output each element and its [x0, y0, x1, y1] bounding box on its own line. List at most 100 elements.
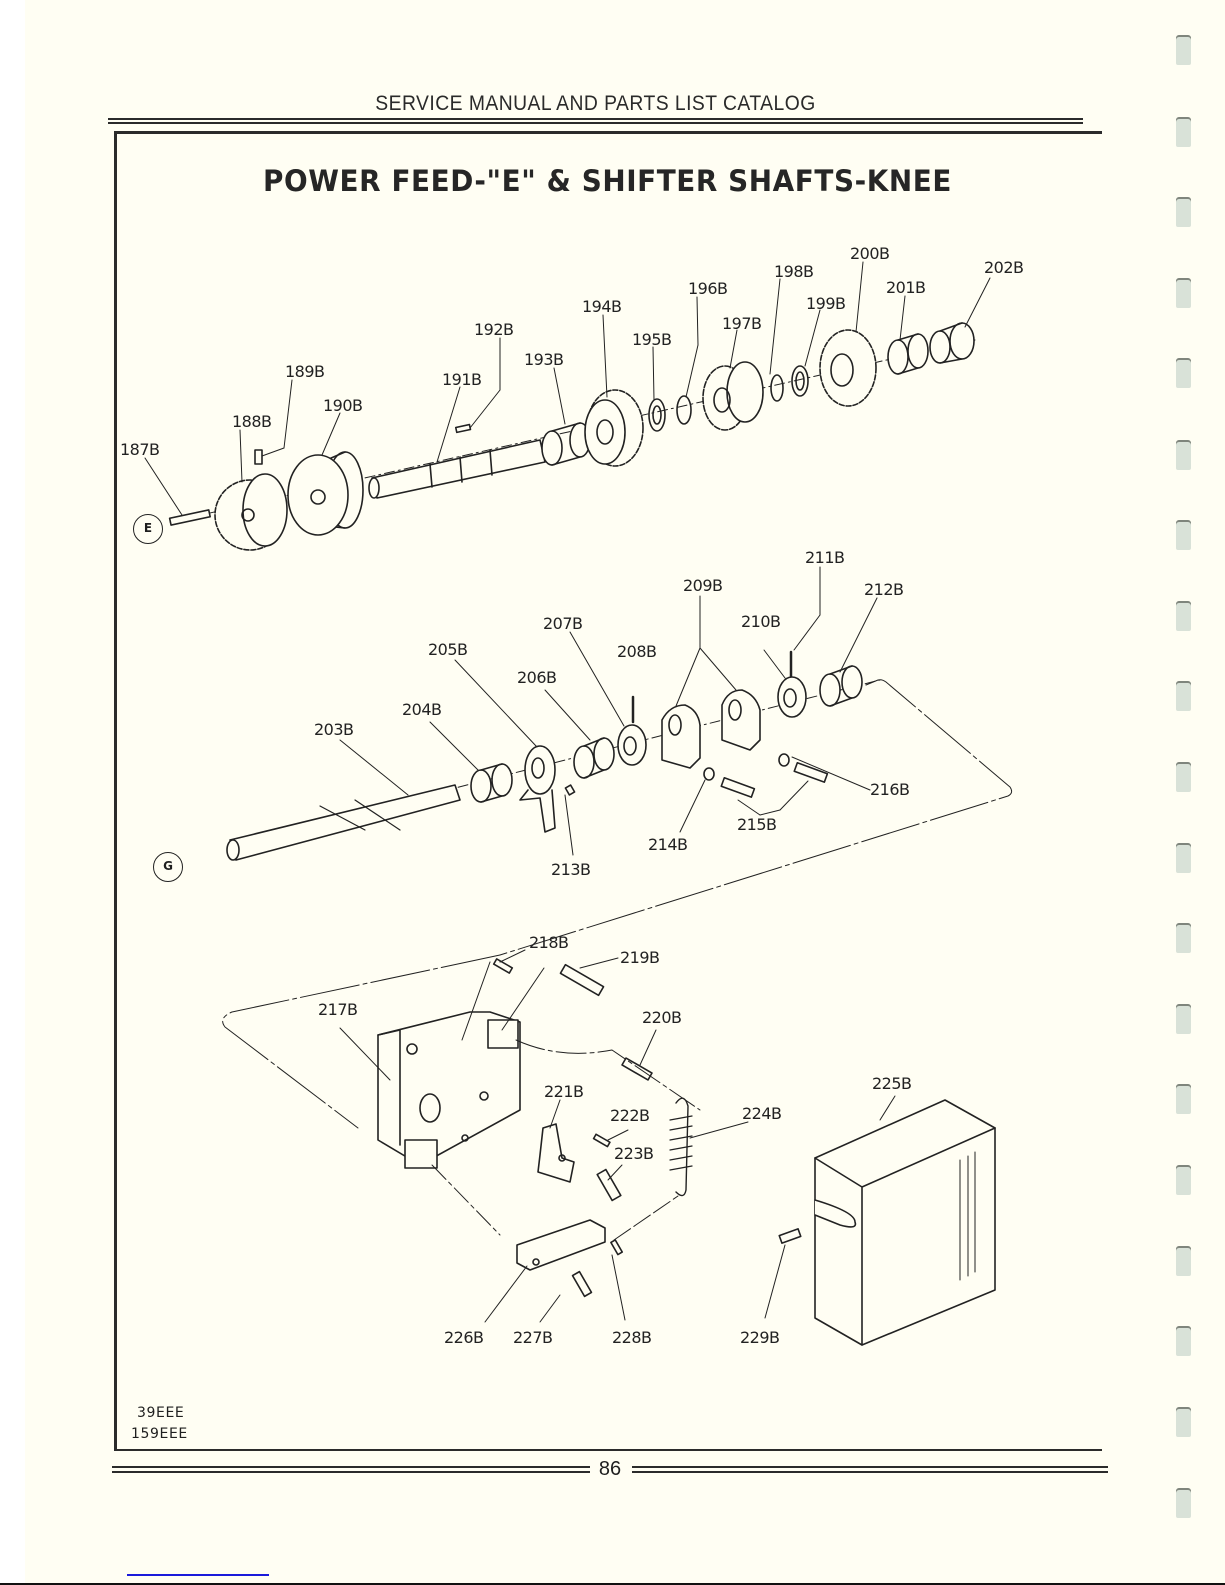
section-ref-g: G	[153, 852, 183, 882]
callout-208b: 208B	[617, 642, 657, 661]
punch-hole	[1176, 1407, 1191, 1437]
callout-218b: 218B	[529, 933, 569, 952]
callout-225b: 225B	[872, 1074, 912, 1093]
footer-rule-left	[112, 1471, 590, 1473]
plate-title: POWER FEED-"E" & SHIFTER SHAFTS-KNEE	[263, 164, 952, 198]
part-212b-bushing	[819, 665, 863, 707]
punch-hole	[1176, 843, 1191, 873]
part-187b-pin	[168, 509, 211, 526]
footer-rule-right	[632, 1466, 1108, 1468]
part-202b-collar	[929, 322, 975, 364]
punch-hole	[1176, 278, 1191, 308]
punch-hole	[1176, 1165, 1191, 1195]
part-190b-pulley	[287, 451, 364, 536]
page-number: 86	[598, 1458, 622, 1480]
punch-hole	[1176, 1488, 1191, 1518]
callout-227b: 227B	[513, 1328, 553, 1347]
part-195b-washer	[648, 398, 666, 432]
callout-207b: 207B	[543, 614, 583, 633]
callout-187b: 187B	[120, 440, 160, 459]
catalog-page	[25, 0, 1225, 1585]
part-196b-snap-ring	[676, 395, 692, 425]
part-220b-pin	[621, 1057, 653, 1081]
part-210b-collar	[777, 676, 807, 718]
model-number: 39EEE	[137, 1405, 185, 1421]
callout-204b: 204B	[402, 700, 442, 719]
callout-210b: 210B	[741, 612, 781, 631]
callout-224b: 224B	[742, 1104, 782, 1123]
punch-hole	[1176, 1004, 1191, 1034]
punch-hole	[1176, 35, 1191, 65]
callout-226b: 226B	[444, 1328, 484, 1347]
part-229b-screw	[778, 1228, 802, 1244]
section-ref-e: E	[133, 514, 163, 544]
callout-213b: 213B	[551, 860, 591, 879]
header-rule	[108, 122, 1083, 124]
callout-220b: 220B	[642, 1008, 682, 1027]
punch-hole	[1176, 762, 1191, 792]
part-217b-bracket	[377, 1011, 521, 1169]
punch-hole	[1176, 358, 1191, 388]
part-209b-brackets	[661, 689, 761, 769]
callout-228b: 228B	[612, 1328, 652, 1347]
callout-214b: 214B	[648, 835, 688, 854]
part-215b-bolt-b	[793, 761, 829, 783]
callout-221b: 221B	[544, 1082, 584, 1101]
punch-hole	[1176, 923, 1191, 953]
callout-192b: 192B	[474, 320, 514, 339]
callout-191b: 191B	[442, 370, 482, 389]
shifter-shaft-assembly	[226, 566, 1013, 956]
callout-215b: 215B	[737, 815, 777, 834]
callout-200b: 200B	[850, 244, 890, 263]
punch-hole	[1176, 681, 1191, 711]
part-188b-gear	[214, 473, 288, 551]
callout-202b: 202B	[984, 258, 1024, 277]
page-bottom-edge	[0, 1583, 1225, 1585]
model-number: 159EEE	[131, 1426, 188, 1442]
part-216b-washer	[778, 753, 790, 767]
callout-212b: 212B	[864, 580, 904, 599]
punch-hole	[1176, 1326, 1191, 1356]
part-189b-setscrew	[254, 449, 263, 465]
link-underline[interactable]	[127, 1574, 269, 1576]
part-194b-gear	[584, 389, 644, 467]
running-head: SERVICE MANUAL AND PARTS LIST CATALOG	[375, 92, 816, 115]
callout-205b: 205B	[428, 640, 468, 659]
part-218b-pin	[492, 958, 514, 974]
punch-hole	[1176, 601, 1191, 631]
callout-222b: 222B	[610, 1106, 650, 1125]
punch-hole	[1176, 1246, 1191, 1276]
punch-hole	[1176, 520, 1191, 550]
part-191b-shaft	[368, 439, 546, 499]
punch-hole	[1176, 1084, 1191, 1114]
part-223b-stud	[596, 1168, 622, 1202]
part-192b-key	[454, 423, 472, 434]
callout-199b: 199B	[806, 294, 846, 313]
part-204b-bushing	[470, 763, 513, 803]
footer-rule-right	[632, 1471, 1108, 1473]
callout-223b: 223B	[614, 1144, 654, 1163]
part-226b-lever	[516, 1219, 606, 1271]
part-225b-cover	[814, 1099, 996, 1346]
header-rule	[108, 118, 1083, 120]
callout-206b: 206B	[517, 668, 557, 687]
callout-196b: 196B	[688, 279, 728, 298]
part-222b-pin	[592, 1133, 611, 1148]
bracket-assembly	[222, 949, 996, 1346]
punch-hole	[1176, 440, 1191, 470]
callout-211b: 211B	[805, 548, 845, 567]
callout-189b: 189B	[285, 362, 325, 381]
leader-lines-upper	[144, 261, 991, 516]
part-193b-bushing	[541, 422, 591, 466]
callout-193b: 193B	[524, 350, 564, 369]
leader-lines-middle	[339, 566, 878, 856]
part-199b-washer	[791, 365, 809, 397]
footer-rule-left	[112, 1466, 590, 1468]
callout-190b: 190B	[323, 396, 363, 415]
callout-188b: 188B	[232, 412, 272, 431]
callout-216b: 216B	[870, 780, 910, 799]
part-206b-bushing	[573, 737, 615, 779]
part-197b-clutch	[702, 361, 764, 431]
part-200b-gear	[819, 329, 877, 407]
